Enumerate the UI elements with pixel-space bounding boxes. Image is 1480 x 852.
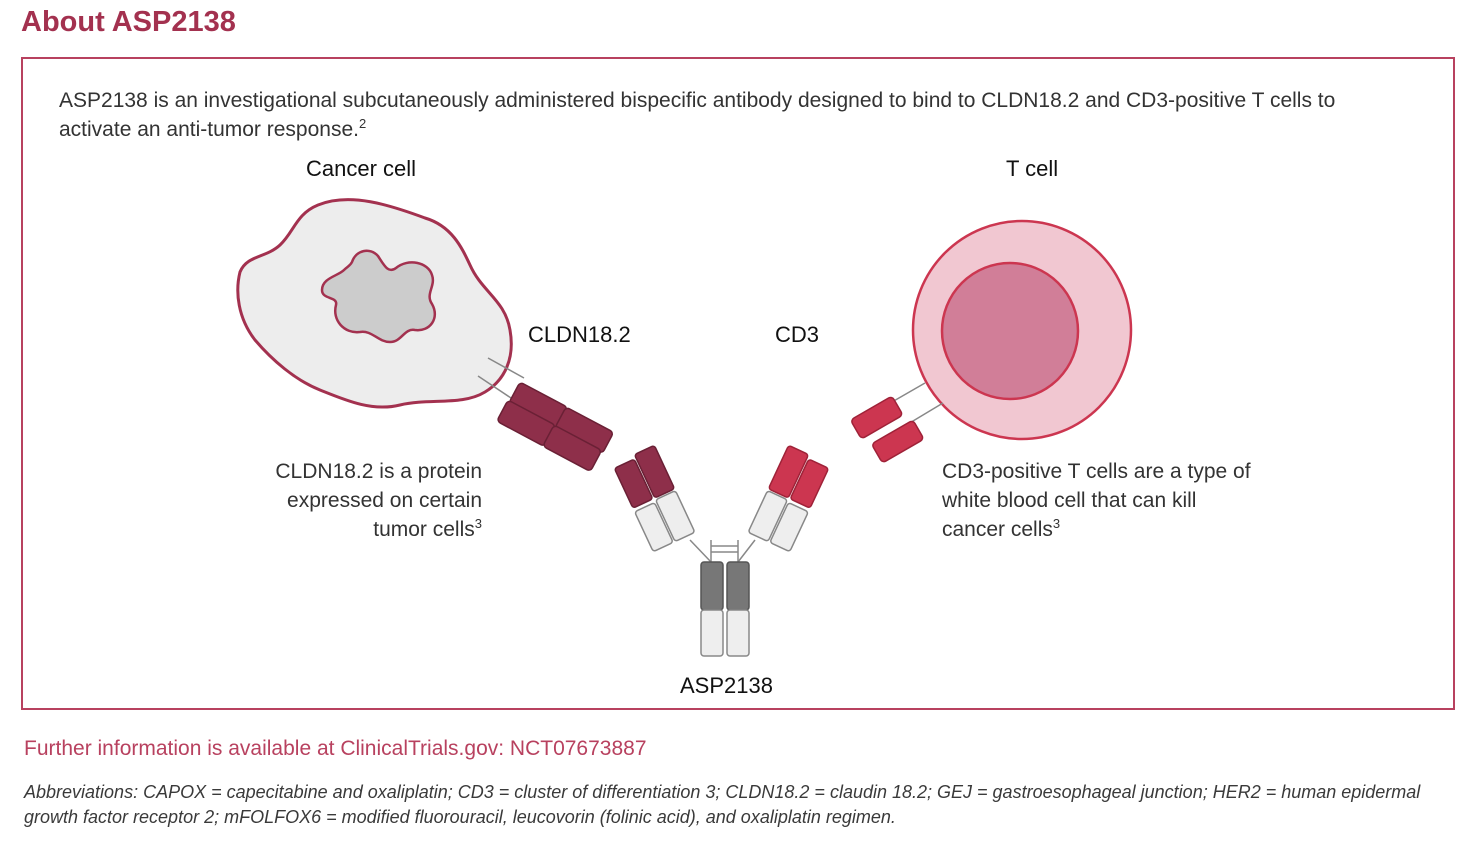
cancer-cell	[236, 198, 513, 409]
right-arm-constant-domain	[770, 502, 809, 552]
cd3-note-ref: 3	[1052, 516, 1061, 531]
cldn-tether-1	[487, 357, 525, 379]
cd3-label: CD3	[775, 322, 820, 347]
antibody-label: ASP2138	[680, 673, 773, 698]
intro-ref: 2	[359, 116, 367, 131]
t-cell-nucleus	[940, 261, 1080, 401]
right-arm-variable-domain	[790, 459, 829, 508]
intro-text: ASP2138 is an investigational subcutaneo…	[59, 86, 1379, 144]
antibody-left-arm	[614, 445, 695, 552]
asp2138-antibody	[614, 445, 829, 657]
cd3-domain	[851, 396, 903, 439]
cldn-note: CLDN18.2 is a protein expressed on certa…	[252, 457, 482, 544]
page-title: About ASP2138	[21, 6, 236, 38]
abbreviations: Abbreviations: CAPOX = capecitabine and …	[24, 782, 1421, 827]
cd3-note: CD3-positive T cells are a type of white…	[942, 457, 1252, 544]
fc-domain	[726, 609, 750, 657]
fc-domain	[726, 561, 750, 611]
cd3-target-domains	[851, 396, 924, 463]
right-arm-constant-domain	[748, 490, 788, 542]
cd3-domain	[872, 420, 924, 463]
t-cell	[911, 219, 1133, 441]
cancer-cell-label: Cancer cell	[306, 156, 417, 181]
left-arm-variable-domain	[614, 459, 653, 508]
right-arm-variable-domain	[768, 445, 809, 498]
cd3-tether-1	[891, 382, 926, 403]
left-arm-constant-domain	[655, 490, 695, 542]
t-cell-label: T cell	[1006, 156, 1059, 181]
cldn-label: CLDN18.2	[528, 322, 631, 347]
cancer-cell-nucleus	[320, 249, 437, 344]
diagram-frame	[21, 57, 1455, 710]
fc-domain	[700, 609, 724, 657]
left-arm-constant-domain	[634, 502, 673, 552]
cldn-note-ref: 3	[474, 516, 482, 531]
antibody-right-arm	[748, 445, 829, 552]
further-info: Further information is available at Clin…	[24, 737, 647, 760]
cldn-note-text: CLDN18.2 is a protein expressed on certa…	[275, 460, 482, 541]
cd3-tether-2	[907, 402, 944, 425]
cldn-target-domains	[497, 382, 614, 471]
cd3-note-text: CD3-positive T cells are a type of white…	[942, 460, 1251, 541]
fc-domain	[700, 561, 724, 611]
antibody-hinge	[689, 539, 756, 563]
cldn-tether-2	[477, 375, 515, 401]
intro-body: ASP2138 is an investigational subcutaneo…	[59, 89, 1336, 141]
cldn-domain	[543, 425, 602, 471]
left-arm-variable-domain	[634, 445, 675, 498]
